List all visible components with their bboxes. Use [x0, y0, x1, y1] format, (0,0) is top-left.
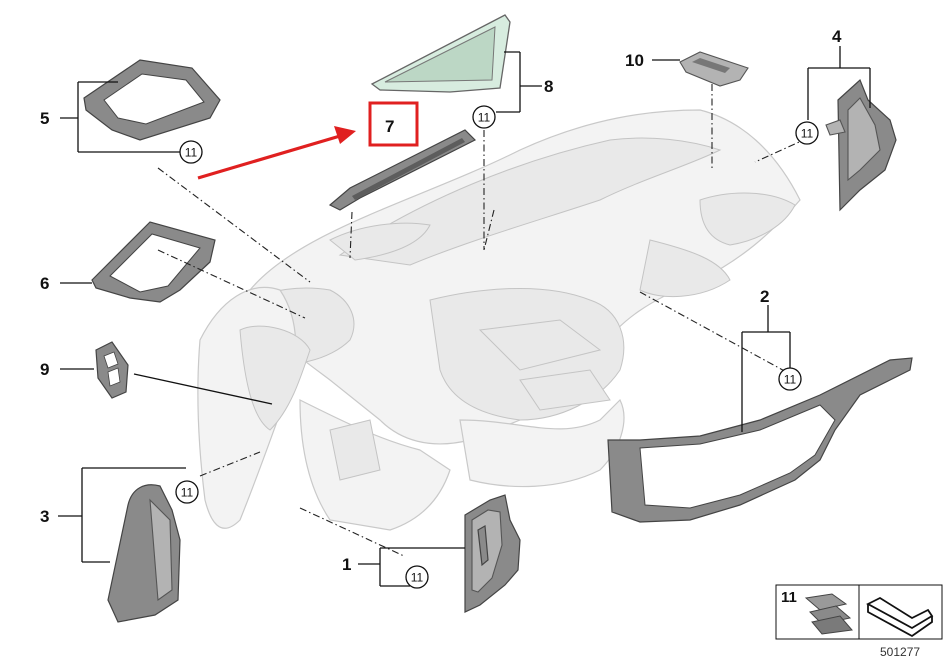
part-6	[91, 221, 216, 303]
fastener-ref-3: 11	[175, 480, 199, 504]
fastener-ref-4: 11	[795, 121, 819, 145]
part-2	[607, 357, 913, 523]
fastener-references: 11 11 11 11 11 11	[175, 105, 819, 589]
legend-item-number: 11	[781, 589, 797, 606]
callout-9: 9	[40, 360, 49, 379]
part-8	[370, 14, 511, 93]
fastener-ref-label: 11	[478, 111, 491, 125]
fastener-ref-label: 11	[411, 571, 424, 585]
dashboard-body	[197, 109, 801, 531]
part-4	[825, 78, 897, 212]
highlight-annotation	[197, 101, 419, 180]
document-number: 501277	[880, 645, 920, 659]
callout-5: 5	[40, 109, 49, 128]
callout-2: 2	[760, 287, 769, 306]
callout-numbers: 5 6 9 3 1 2 4 8 10 7	[40, 27, 842, 574]
fastener-ref-5: 11	[179, 140, 203, 164]
part-10	[679, 51, 749, 87]
part-3	[107, 484, 181, 623]
callout-7: 7	[385, 117, 394, 136]
callout-10: 10	[625, 51, 644, 70]
legend-box: 11	[775, 584, 943, 640]
callout-6: 6	[40, 274, 49, 293]
part-9	[95, 341, 129, 399]
callout-3: 3	[40, 507, 49, 526]
part-7	[328, 129, 477, 211]
fastener-ref-2: 11	[778, 367, 802, 391]
fastener-ref-label: 11	[185, 146, 198, 160]
callout-1: 1	[342, 555, 351, 574]
callout-4: 4	[832, 27, 842, 46]
fastener-ref-label: 11	[801, 127, 814, 141]
fastener-ref-label: 11	[181, 486, 194, 500]
part-5	[83, 59, 221, 141]
panel-shape-icon	[866, 596, 934, 638]
fastener-ref-8: 11	[472, 105, 496, 129]
callout-8: 8	[544, 77, 553, 96]
fastener-ref-label: 11	[784, 373, 797, 387]
alignment-lines	[157, 84, 809, 557]
leader-lines	[58, 46, 871, 587]
clip-icon	[804, 593, 853, 635]
part-1	[464, 494, 521, 613]
fastener-ref-1: 11	[405, 565, 429, 589]
